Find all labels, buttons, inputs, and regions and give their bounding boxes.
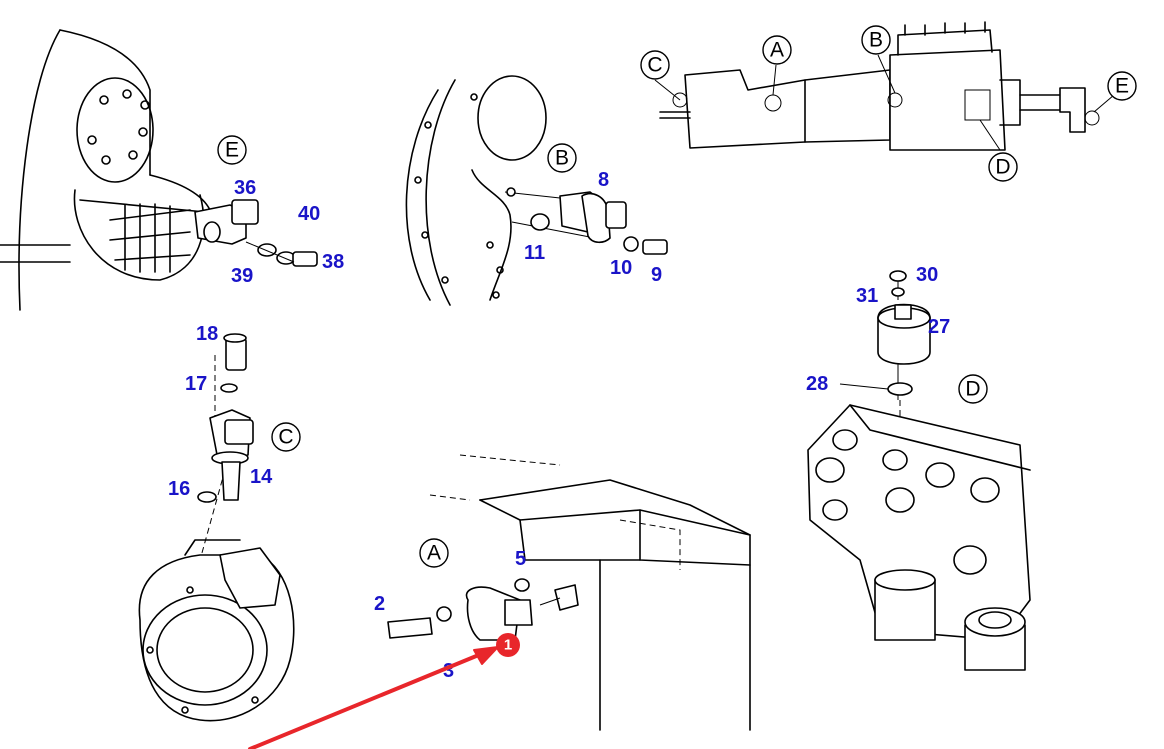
numbered-marker-icon: 1: [496, 633, 520, 657]
view-label-a-main: A: [419, 538, 449, 568]
svg-text:B: B: [869, 29, 883, 52]
callout-30: 30: [916, 264, 938, 286]
svg-text:D: D: [965, 378, 980, 401]
callout-14: 14: [250, 466, 273, 488]
callout-17: 17: [185, 373, 207, 395]
callout-27: 27: [928, 316, 950, 338]
callout-31: 31: [856, 285, 878, 307]
pump-overview: [654, 21, 1115, 151]
svg-text:C: C: [278, 426, 293, 449]
view-label-c-top: C: [640, 50, 670, 80]
callout-16: 16: [168, 478, 190, 500]
callout-3: 3: [443, 660, 454, 682]
engine-block-view-a: [387, 454, 751, 731]
view-label-e-main: E: [217, 135, 247, 165]
marker-number: 1: [504, 637, 512, 654]
sensor-view-c: [138, 333, 295, 722]
svg-text:D: D: [995, 156, 1010, 179]
callout-39: 39: [231, 265, 253, 287]
callout-28: 28: [806, 373, 828, 395]
view-label-b-top: B: [861, 25, 891, 55]
pump-view-d: [807, 270, 1031, 671]
svg-text:C: C: [647, 54, 662, 77]
callout-10: 10: [610, 257, 632, 279]
callout-40: 40: [298, 203, 320, 225]
highlight-arrow: [248, 646, 499, 749]
view-label-d-main: D: [958, 374, 988, 404]
callout-8: 8: [598, 169, 609, 191]
callout-36: 36: [234, 177, 256, 199]
housing-view-e: [0, 29, 318, 311]
flywheel-view-b: [405, 75, 668, 306]
view-label-c-main: C: [271, 422, 301, 452]
callout-9: 9: [651, 264, 662, 286]
view-labels: E B C A B E D C: [217, 25, 1137, 568]
callout-5: 5: [515, 548, 526, 570]
svg-text:E: E: [225, 139, 239, 162]
part-callouts: 36 40 38 39 8 11 10 9 18 17 14 16 30 31 …: [168, 169, 950, 682]
view-label-e-top: E: [1107, 71, 1137, 101]
svg-text:E: E: [1115, 75, 1129, 98]
view-label-b-main: B: [547, 143, 577, 173]
svg-text:A: A: [770, 39, 784, 62]
callout-11: 11: [524, 242, 545, 264]
view-label-a-top: A: [762, 35, 792, 65]
svg-text:A: A: [427, 542, 441, 565]
callout-38: 38: [322, 251, 344, 273]
svg-text:B: B: [555, 147, 569, 170]
callout-18: 18: [196, 323, 218, 345]
view-label-d-top: D: [988, 152, 1018, 182]
callout-2: 2: [374, 593, 385, 615]
